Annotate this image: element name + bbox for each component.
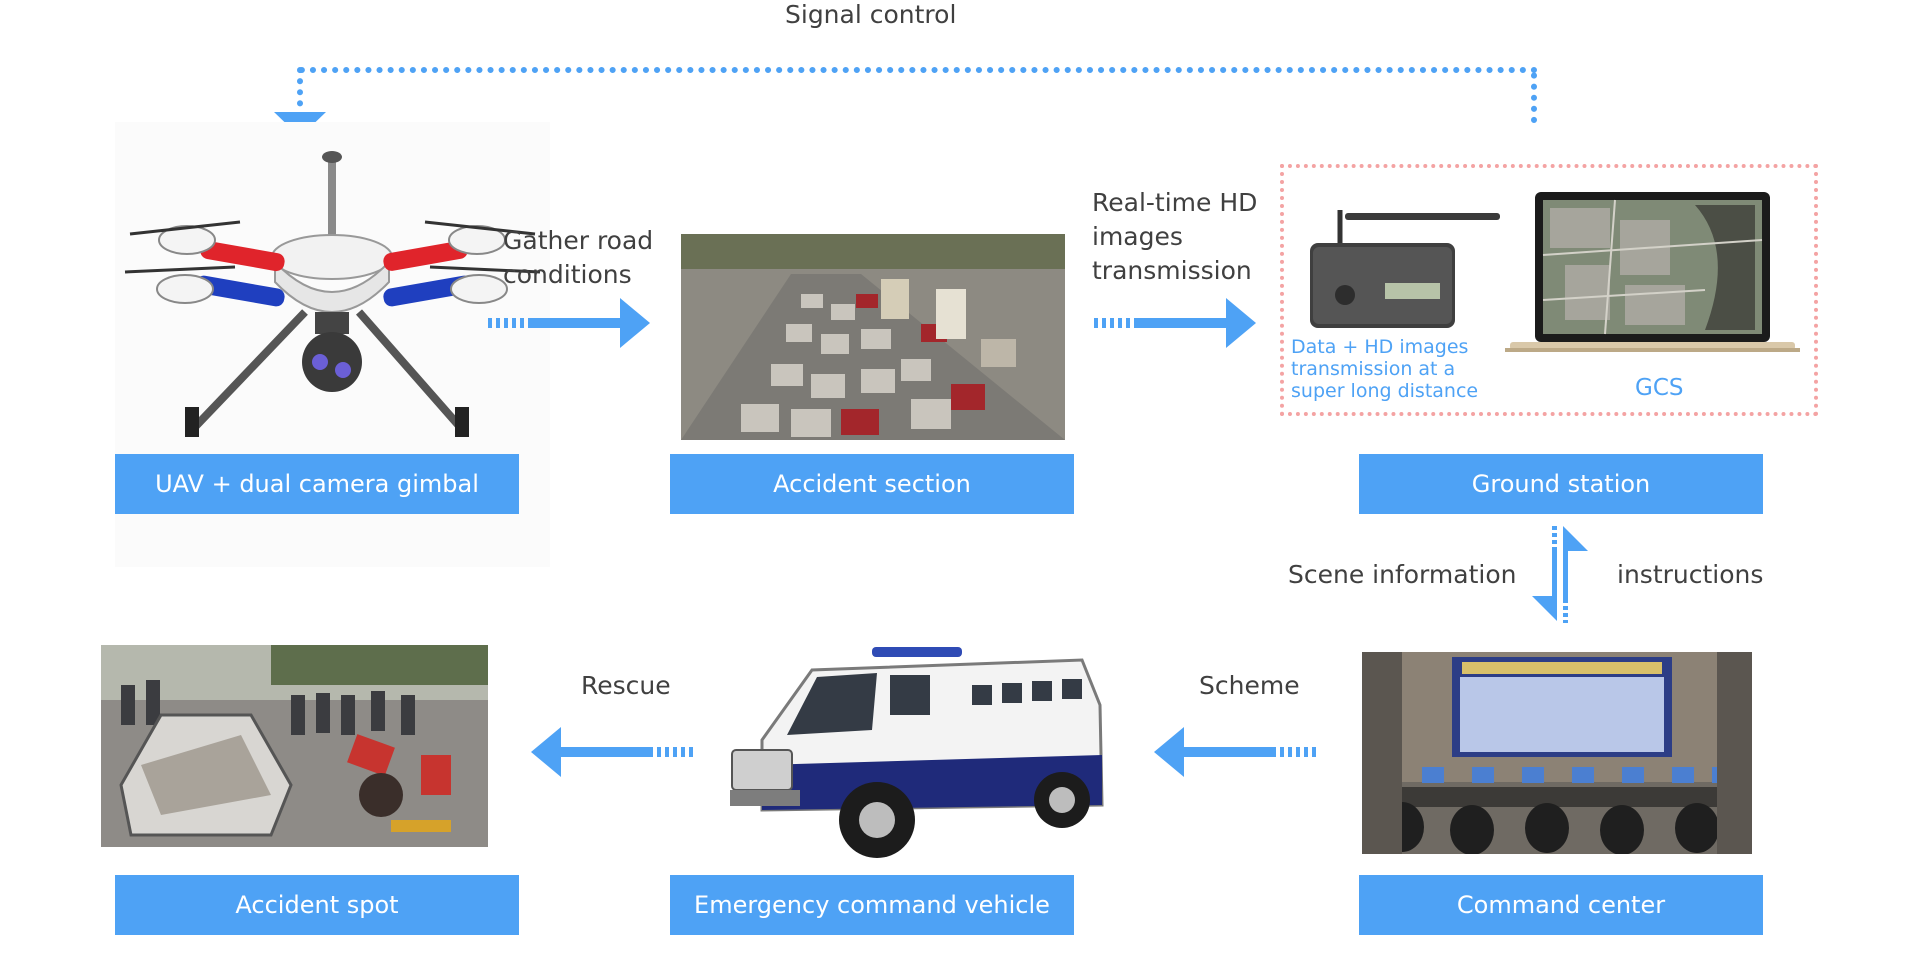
accident-spot-image — [101, 645, 488, 847]
rescue-arrow — [531, 725, 693, 777]
realtime-hd-line-3: transmission — [1092, 256, 1252, 285]
data-hd-note-line-3: super long distance — [1291, 380, 1479, 402]
realtime-hd-line-2: images — [1092, 222, 1183, 251]
gather-road-line-2: conditions — [503, 260, 632, 289]
transmitter-image — [1305, 205, 1505, 330]
accident-section-image — [681, 234, 1065, 440]
gather-road-label: Gather road conditions — [503, 224, 653, 292]
gcs-label: GCS — [1635, 375, 1684, 401]
rescue-label: Rescue — [581, 671, 671, 700]
command-center-image — [1362, 652, 1752, 854]
node-accident-spot: Accident spot — [115, 875, 519, 935]
node-command-center: Command center — [1359, 875, 1763, 935]
gather-road-line-1: Gather road — [503, 226, 654, 255]
realtime-hd-label: Real-time HD images transmission — [1092, 186, 1257, 288]
ground-station-panel — [1280, 164, 1818, 416]
node-ground-station: Ground station — [1359, 454, 1763, 514]
instructions-label: instructions — [1617, 560, 1764, 589]
emergency-vehicle-image — [722, 645, 1112, 863]
signal-control-label: Signal control — [785, 0, 957, 29]
gcs-laptop-image — [1505, 190, 1800, 360]
realtime-hd-arrow — [1094, 296, 1256, 348]
data-hd-note: Data + HD images transmission at a super… — [1291, 336, 1478, 402]
realtime-hd-line-1: Real-time HD — [1092, 188, 1258, 217]
node-emergency-vehicle: Emergency command vehicle — [670, 875, 1074, 935]
node-uav: UAV + dual camera gimbal — [115, 454, 519, 514]
gather-road-arrow — [488, 296, 650, 348]
data-hd-note-line-2: transmission at a — [1291, 358, 1456, 380]
scene-information-label: Scene information — [1288, 560, 1517, 589]
scheme-label: Scheme — [1199, 671, 1300, 700]
data-hd-note-line-1: Data + HD images — [1291, 336, 1469, 358]
scheme-arrow — [1154, 725, 1316, 777]
uav-image — [115, 122, 550, 567]
scene-instructions-arrows — [1530, 524, 1590, 624]
node-accident-section: Accident section — [670, 454, 1074, 514]
